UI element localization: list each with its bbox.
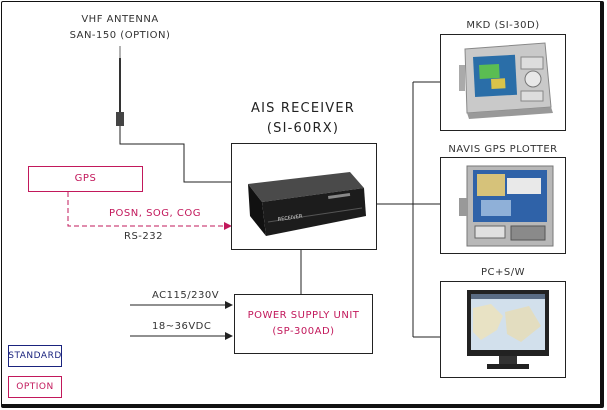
psu-label-line1: POWER SUPPLY UNIT — [247, 310, 360, 321]
plotter-box — [440, 157, 566, 254]
antenna-label-line1: VHF ANTENNA — [81, 14, 159, 25]
antenna-label-line2: SAN-150 (OPTION) — [69, 30, 171, 41]
receiver-title: AIS RECEIVER — [250, 101, 356, 116]
dc-input-label: 18~36VDC — [152, 321, 212, 332]
gps-box: GPS — [28, 166, 143, 192]
receiver-device-illustration: RECEIVER — [248, 172, 366, 236]
gps-arrowhead — [224, 222, 232, 230]
mkd-illustration — [459, 42, 553, 119]
plotter-illustration — [459, 165, 554, 247]
mkd-label: MKD (SI-30D) — [466, 20, 540, 31]
gps-data-label: POSN, SOG, COG — [109, 208, 202, 219]
gps-interface-label: RS-232 — [124, 231, 163, 242]
pc-box — [440, 281, 566, 378]
plotter-label: NAVIS GPS PLOTTER — [448, 144, 558, 155]
legend-option: OPTION — [8, 376, 62, 398]
pc-monitor-illustration — [467, 290, 549, 369]
mkd-box — [440, 34, 566, 131]
receiver-model: (SI-60RX) — [266, 121, 340, 136]
power-supply-box: POWER SUPPLY UNIT (SP-300AD) — [234, 294, 373, 354]
pc-label: PC+S/W — [481, 267, 525, 278]
receiver-box: RECEIVER — [231, 143, 377, 250]
gps-dashed-line — [67, 192, 226, 227]
antenna-base — [116, 112, 124, 126]
ac-input-label: AC115/230V — [152, 290, 220, 301]
receiver-device-label: RECEIVER — [277, 214, 303, 223]
legend-standard: STANDARD — [8, 345, 62, 367]
psu-label-line2: (SP-300AD) — [272, 326, 335, 337]
gps-label: GPS — [74, 173, 97, 184]
antenna-cable — [119, 126, 232, 183]
